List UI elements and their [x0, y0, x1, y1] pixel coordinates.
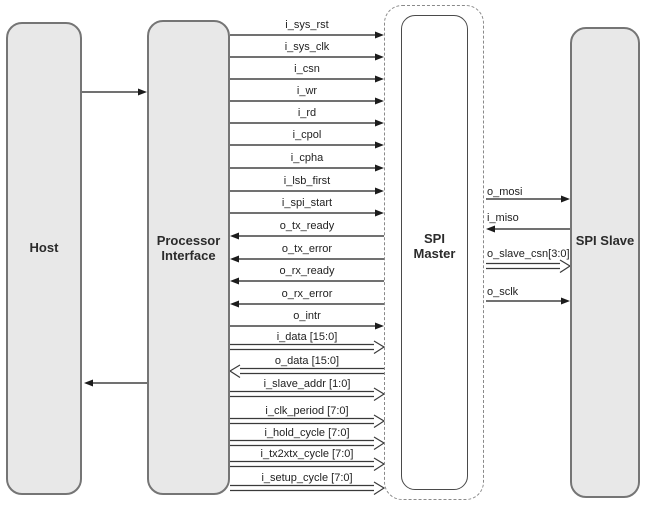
arrow-o-rx-ready: [230, 277, 384, 285]
signal-label-o-slave-csn: o_slave_csn[3:0]: [487, 248, 570, 260]
processor-interface-block: Processor Interface: [147, 20, 230, 495]
signal-label-o-intr: o_intr: [293, 310, 321, 322]
arrow-i-sys-rst: [230, 31, 384, 39]
signal-label-i-cpha: i_cpha: [290, 152, 324, 164]
signal-label-i-miso: i_miso: [487, 212, 519, 224]
signal-label-i-tx2xtx-cycle: i_tx2xtx_cycle [7:0]: [260, 448, 354, 460]
signal-label-i-spi-start: i_spi_start: [281, 197, 333, 209]
signal-label-i-data: i_data [15:0]: [276, 331, 338, 343]
arrow-o-mosi: [486, 195, 570, 203]
processor-interface-label: Processor Interface: [156, 232, 221, 263]
arrow-i-wr: [230, 97, 384, 105]
arrow-o-tx-ready: [230, 232, 384, 240]
signal-label-o-data: o_data [15:0]: [274, 355, 340, 367]
arrow-host-to-processor: [82, 88, 147, 96]
spi-master-block: SPI Master: [401, 15, 468, 490]
spi-master-label: SPI Master: [413, 230, 456, 261]
signal-label-i-sys-clk: i_sys_clk: [284, 41, 330, 53]
arrow-i-rd: [230, 119, 384, 127]
signal-label-i-cpol: i_cpol: [292, 129, 322, 141]
signal-label-o-sclk: o_sclk: [487, 286, 519, 298]
signal-label-i-rd: i_rd: [297, 107, 317, 119]
signal-label-i-clk-period: i_clk_period [7:0]: [265, 405, 349, 417]
arrow-i-sys-clk: [230, 53, 384, 61]
signal-label-o-rx-error: o_rx_error: [281, 288, 333, 300]
signal-label-o-tx-error: o_tx_error: [281, 243, 333, 255]
arrow-o-slave-csn-bus: [486, 259, 572, 274]
arrow-i-csn: [230, 75, 384, 83]
arrow-i-spi-start: [230, 209, 384, 217]
signal-label-i-hold-cycle: i_hold_cycle [7:0]: [264, 427, 350, 439]
signal-label-i-sys-rst: i_sys_rst: [285, 19, 329, 31]
signal-label-o-mosi: o_mosi: [487, 186, 523, 198]
arrow-i-cpha: [230, 164, 384, 172]
signal-label-i-setup-cycle: i_setup_cycle [7:0]: [261, 472, 353, 484]
arrow-processor-to-host: [84, 379, 147, 387]
spi-slave-label: SPI Slave: [575, 233, 635, 248]
spi-master-boundary: [384, 5, 484, 500]
signal-label-i-csn: i_csn: [294, 63, 320, 75]
signal-label-i-slave-addr: i_slave_addr [1:0]: [263, 378, 351, 390]
signal-label-i-lsb-first: i_lsb_first: [283, 175, 331, 187]
arrow-o-rx-error: [230, 300, 384, 308]
signal-label-i-wr: i_wr: [296, 85, 318, 97]
signal-label-o-tx-ready: o_tx_ready: [279, 220, 335, 232]
arrow-i-lsb-first: [230, 187, 384, 195]
host-block: Host: [6, 22, 82, 495]
spi-slave-block: SPI Slave: [570, 27, 640, 498]
arrow-o-tx-error: [230, 255, 384, 263]
arrow-o-sclk: [486, 297, 570, 305]
signal-label-o-rx-ready: o_rx_ready: [279, 265, 335, 277]
arrow-i-miso: [486, 225, 570, 233]
arrow-o-intr: [230, 322, 384, 330]
arrow-i-cpol: [230, 141, 384, 149]
host-label: Host: [29, 240, 59, 255]
arrow-o-data-bus: [228, 364, 384, 379]
arrow-i-setup-cycle-bus: [230, 481, 386, 496]
